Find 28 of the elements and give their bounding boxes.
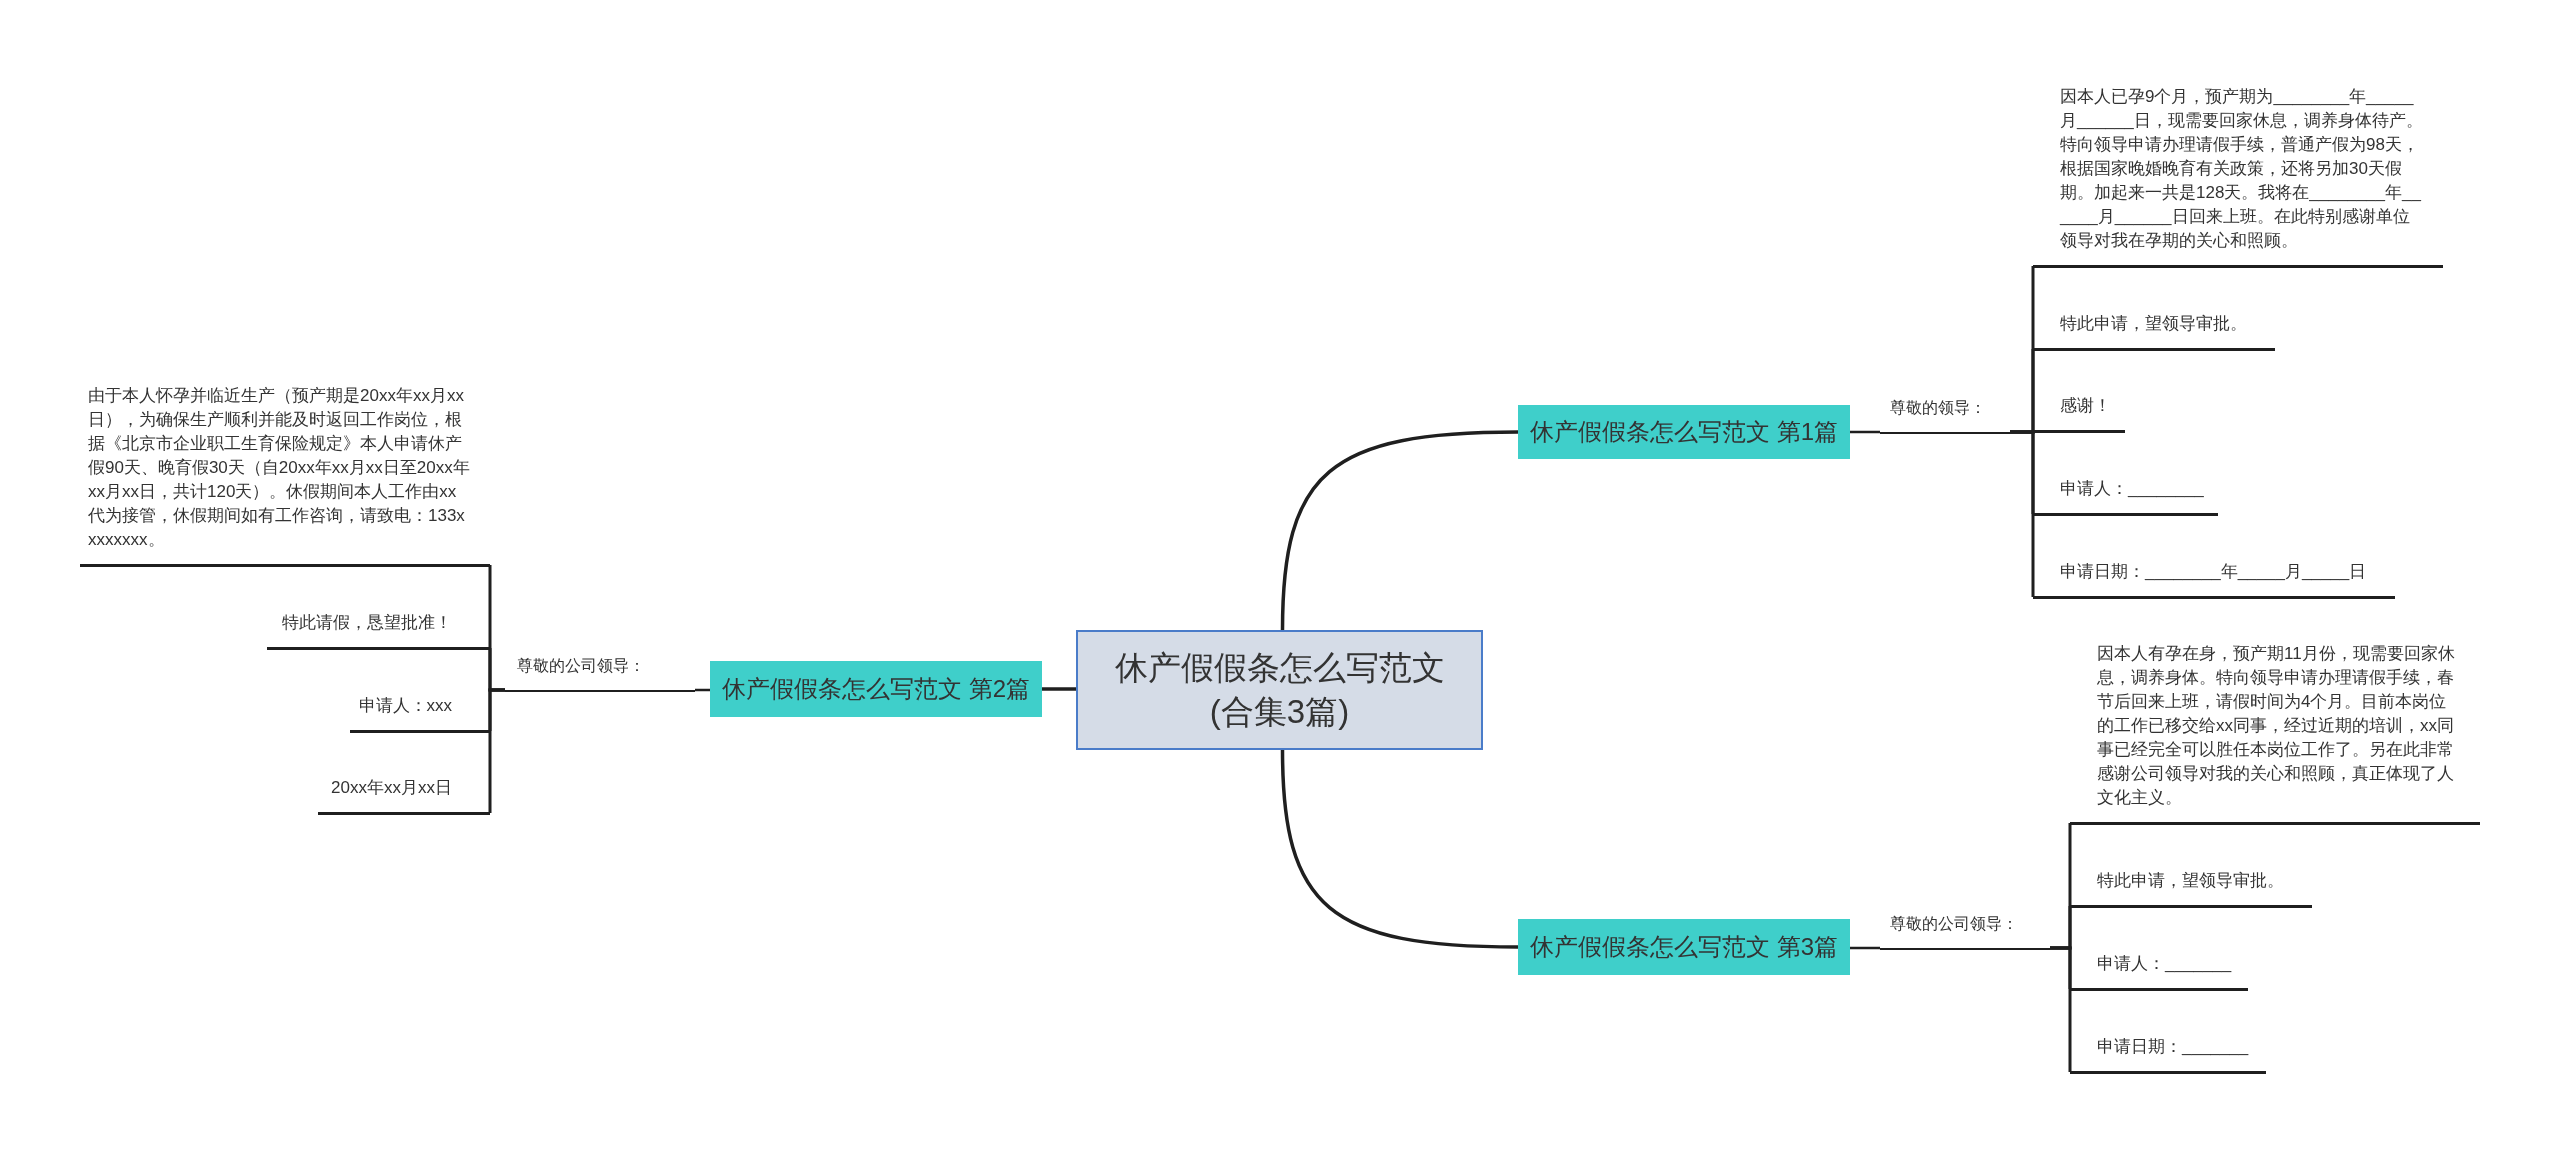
branch-box: 休产假假条怎么写范文 第1篇: [1518, 405, 1850, 459]
connector-line: [1280, 749, 1519, 949]
connector-line: [1850, 430, 1880, 434]
connector-line: [1850, 946, 1880, 950]
underlined-text: 20xx年xx月xx日: [318, 775, 490, 815]
underlined-text: 申请人：_______: [2070, 951, 2248, 991]
paragraph-text: 因本人有孕在身，预产期11月份，现需要回家休息，调养身体。特向领导申请办理请假手续，春节后回来上班，请假时间为4个月。目前本岗位的工作已移交给xx同事，经过近期的培训，xx同事已经完全可以胜任本岗位工作了。另在此非常感谢公司领导对我的关心和照顾，真正体现了人文化主义。: [2070, 641, 2480, 825]
connector-line: [2050, 946, 2072, 1072]
branch-box: 休产假假条怎么写范文 第2篇: [710, 661, 1042, 717]
underlined-text: 特此请假，恳望批准！: [267, 610, 490, 650]
underlined-text: 申请日期：________年_____月_____日: [2033, 559, 2395, 599]
underlined-text: 申请人：xxx: [350, 693, 490, 733]
underlined-text: 特此申请，望领导审批。: [2070, 868, 2312, 908]
branch-box: 休产假假条怎么写范文 第3篇: [1518, 919, 1850, 975]
topic-box: 休产假假条怎么写范文(合集3篇): [1076, 630, 1483, 750]
underlined-text: 申请日期：_______: [2070, 1034, 2266, 1074]
connector-line: [488, 688, 505, 813]
underlined-text: 尊敬的公司领导：: [1880, 911, 2050, 950]
paragraph-text: 因本人已孕9个月，预产期为________年_____月______日，现需要回家休息，调养身体待产。特向领导申请办理请假手续，普通产假为98天，根据国家晚婚晚育有关政策，还将另加30天假期。加起来一共是128天。我将在________年______月______日回来上班。在此特别感谢单位领导对我在孕期的关心和照顾。: [2033, 84, 2443, 268]
connector-line: [1280, 430, 1519, 631]
underlined-text: 特此申请，望领导审批。: [2033, 311, 2275, 351]
connector-line: [1042, 687, 1076, 691]
underlined-text: 尊敬的领导：: [1880, 395, 2010, 434]
underlined-text: 感谢！: [2033, 393, 2125, 433]
underlined-text: 尊敬的公司领导：: [505, 653, 695, 692]
connector-line: [2010, 430, 2035, 597]
underlined-text: 申请人：________: [2033, 476, 2218, 516]
paragraph-text: 由于本人怀孕并临近生产（预产期是20xx年xx月xx日），为确保生产顺利并能及时返回工作岗位，根据《北京市企业职工生育保险规定》本人申请休产假90天、晚育假30天（自20xx年xx月xx日至20xx年xx月xx日，共计120天）。休假期间本人工作由xx代为接管，休假期间如有工作咨询，请致电：133xxxxxxxx。: [80, 383, 490, 567]
